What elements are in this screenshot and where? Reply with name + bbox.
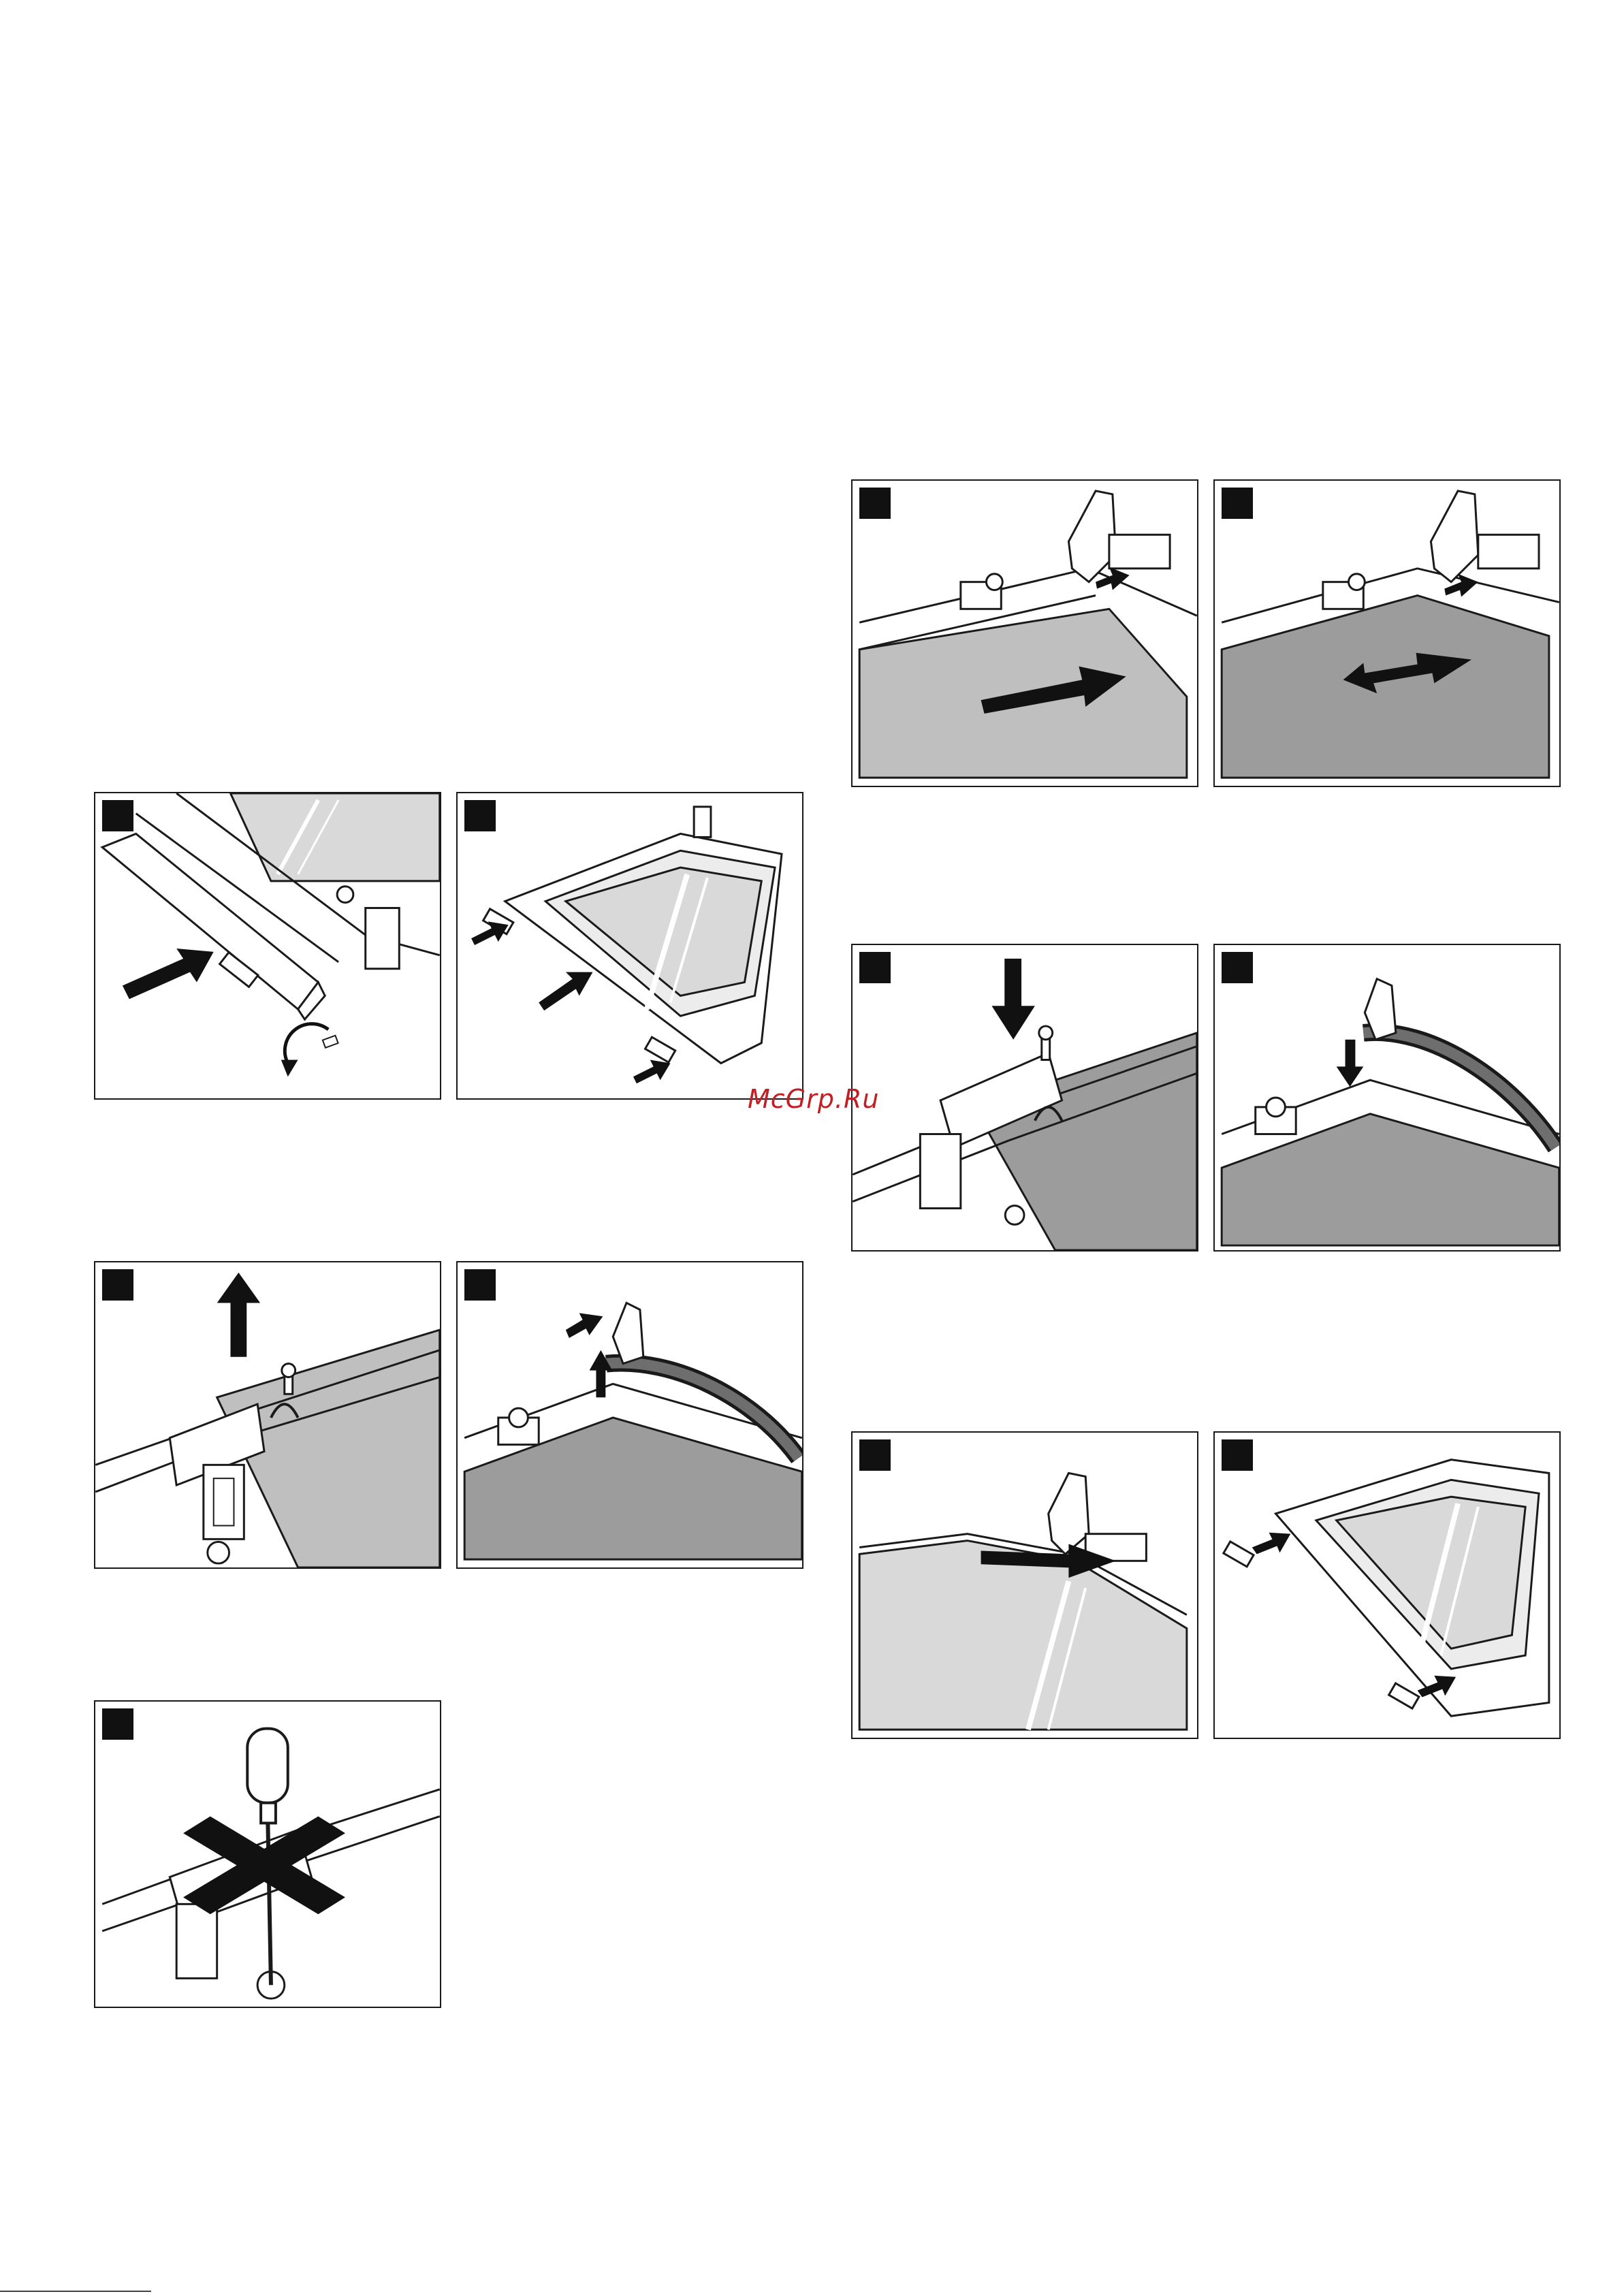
- illustration-step-4: [456, 1261, 803, 1569]
- seal-removal-drawing: [458, 1262, 802, 1567]
- watermark: McGrp.Ru: [748, 1084, 879, 1114]
- illustration-step-9: [1213, 944, 1561, 1252]
- step-marker: [859, 1439, 891, 1471]
- step-marker: [464, 1269, 496, 1301]
- trim-clip-fitting-drawing: [1215, 1433, 1559, 1738]
- illustration-step-6: [851, 479, 1198, 787]
- glass-pane-removal-drawing: [458, 793, 802, 1098]
- step-marker: [1222, 488, 1253, 519]
- step-marker: [859, 488, 891, 519]
- footer-rule: [0, 2291, 151, 2292]
- step-marker: [1222, 1439, 1253, 1471]
- illustration-step-11: [1213, 1431, 1561, 1739]
- bracket-screw-removal-drawing: [95, 1262, 440, 1567]
- illustration-step-8: [851, 944, 1198, 1252]
- step-marker: [859, 952, 891, 983]
- illustration-step-7: [1213, 479, 1561, 787]
- illustration-step-3: [94, 1261, 441, 1569]
- bracket-screw-fitting-drawing: [853, 945, 1197, 1250]
- step-marker: [102, 1708, 133, 1740]
- pane-into-holder-drawing: [853, 1433, 1197, 1738]
- glass-push-home-drawing: [1215, 481, 1559, 786]
- step-marker: [102, 1269, 133, 1301]
- step-marker: [464, 800, 496, 831]
- glass-insert-drawing: [853, 481, 1197, 786]
- do-not-unscrew-drawing: [95, 1702, 440, 2007]
- illustration-step-5: [94, 1700, 441, 2008]
- step-marker: [102, 800, 133, 831]
- seal-fitting-drawing: [1215, 945, 1559, 1250]
- illustration-step-2: [456, 792, 803, 1100]
- illustration-step-10: [851, 1431, 1198, 1739]
- door-trim-removal-drawing: [95, 793, 440, 1098]
- illustration-step-1: [94, 792, 441, 1100]
- step-marker: [1222, 952, 1253, 983]
